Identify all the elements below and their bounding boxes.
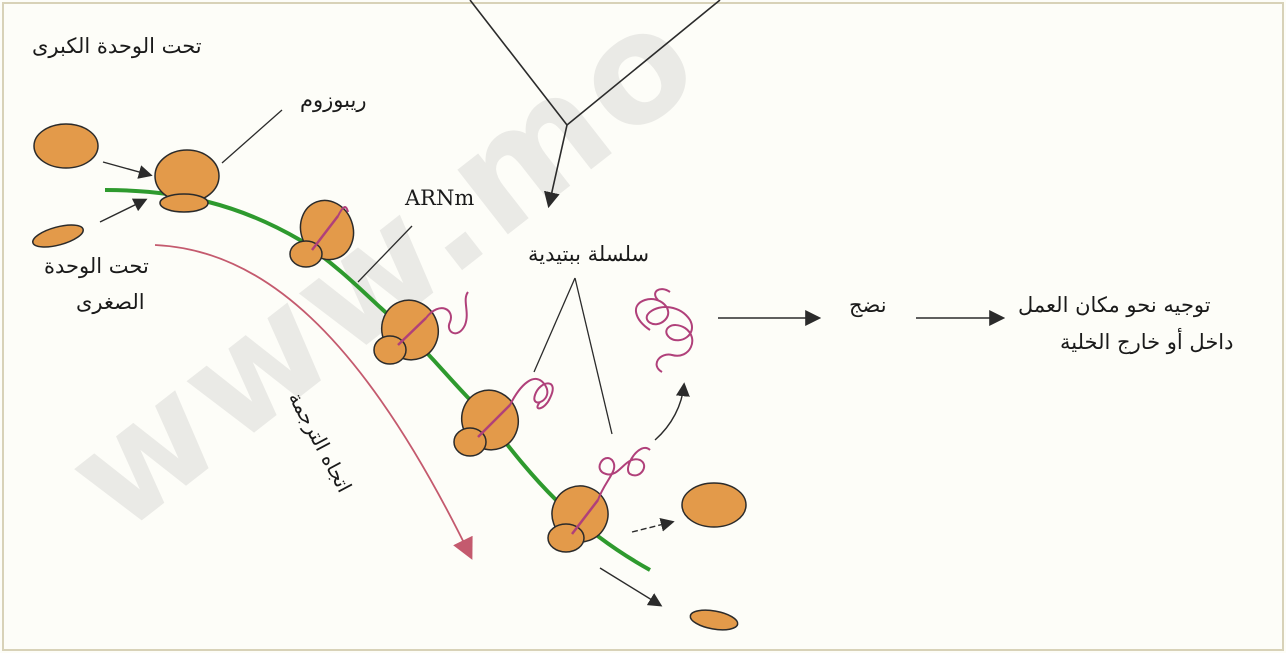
ribosome-label: ريبوزوم (300, 88, 366, 112)
ribosome-pointer (222, 110, 282, 163)
free-small-subunit (31, 221, 86, 252)
peptide-chain-label: سلسلة ببتيدية (528, 242, 649, 266)
arrow-release-peptide (655, 385, 684, 440)
ribosome-4 (453, 379, 552, 458)
peptide-label-pointers (534, 278, 612, 434)
frame (3, 3, 1283, 650)
released-large-subunit (682, 483, 746, 527)
small-subunit-label-line1: تحت الوحدة (44, 254, 149, 278)
small-subunit-label-line2: الصغرى (76, 290, 145, 314)
arrow-release-small (600, 568, 660, 605)
targeting-label-line2: داخل أو خارج الخلية (1060, 330, 1234, 354)
arrow-small-to-ribosome (100, 200, 145, 222)
maturation-label: نضج (849, 293, 887, 317)
translation-direction-arrow (155, 245, 470, 555)
targeting-label-line1: توجيه نحو مكان العمل (1018, 293, 1211, 317)
free-large-subunit (34, 124, 98, 168)
arrow-release-large (632, 522, 672, 532)
ribosome-3 (373, 292, 468, 368)
arrow-large-to-ribosome (103, 162, 150, 175)
top-v-lines (470, 0, 720, 205)
mrna-pointer (358, 226, 412, 282)
released-small-subunit (689, 607, 739, 633)
ribosome-5 (544, 448, 650, 552)
ribosome-2 (290, 193, 362, 267)
large-subunit-label: تحت الوحدة الكبرى (32, 34, 202, 58)
released-peptide (636, 289, 692, 372)
mrna-label: ARNm (405, 186, 474, 210)
